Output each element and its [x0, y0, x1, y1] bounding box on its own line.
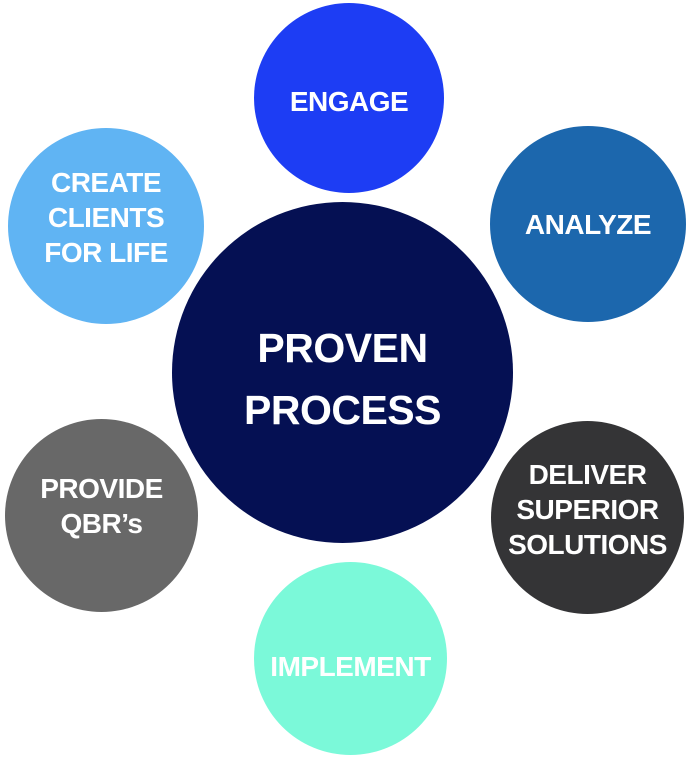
label-line: ANALYZE	[524, 208, 652, 240]
node-create-clients-for-life: CREATE CLIENTS FOR LIFE	[8, 128, 204, 324]
label-line: SUPERIOR	[516, 494, 659, 525]
node-implement-label: IMPLEMENT	[270, 649, 431, 684]
node-provide-qbrs: PROVIDE QBR’s	[5, 419, 198, 612]
label-line: IMPLEMENT	[270, 651, 431, 682]
label-line: PROVEN	[257, 324, 428, 371]
node-proven-process: PROVEN PROCESS	[172, 202, 513, 543]
node-engage-label: ENGAGE	[289, 84, 409, 119]
node-provide-qbrs-label: PROVIDE QBR’s	[40, 471, 163, 541]
node-engage: ENGAGE	[254, 3, 444, 193]
label-line: CLIENTS	[47, 201, 165, 233]
node-deliver-superior-solutions: DELIVER SUPERIOR SOLUTIONS	[491, 421, 684, 614]
label-line: DELIVER	[528, 459, 647, 490]
node-create-clients-for-life-label: CREATE CLIENTS FOR LIFE	[44, 165, 168, 270]
label-line: QBR’s	[60, 507, 143, 539]
node-analyze-label: ANALYZE	[524, 207, 652, 242]
node-deliver-superior-solutions-label: DELIVER SUPERIOR SOLUTIONS	[508, 457, 667, 562]
label-line: SOLUTIONS	[508, 529, 667, 560]
label-line: PROCESS	[244, 386, 442, 433]
label-line: FOR LIFE	[44, 236, 168, 268]
node-analyze: ANALYZE	[490, 126, 686, 322]
label-line: PROVIDE	[40, 472, 163, 504]
label-line: ENGAGE	[289, 85, 409, 117]
node-proven-process-label: PROVEN PROCESS	[244, 317, 442, 441]
label-line: CREATE	[50, 166, 162, 198]
node-implement: IMPLEMENT	[254, 562, 447, 755]
